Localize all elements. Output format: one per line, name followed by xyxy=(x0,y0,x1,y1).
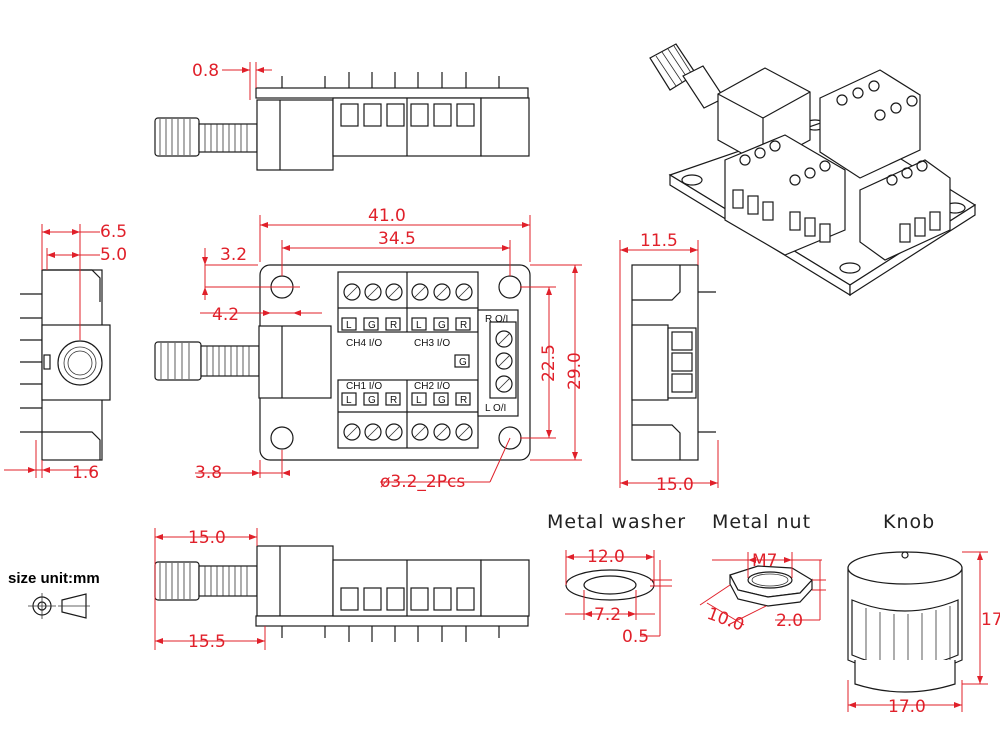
label-ch1: CH1 I/O xyxy=(346,381,382,392)
dim-nut-thread: M7 xyxy=(752,551,777,571)
dim-hole-offset-left: 3.8 xyxy=(195,463,222,483)
dim-washer-outer: 12.0 xyxy=(587,547,625,567)
term-l-ch3: L xyxy=(416,320,422,331)
dim-board-height: 29.0 xyxy=(565,352,585,390)
dim-nut-height: 2.0 xyxy=(776,611,803,631)
term-r-ch1: R xyxy=(390,395,397,406)
projection-symbol-icon xyxy=(28,593,90,619)
dim-washer-thickness: 0.5 xyxy=(622,627,649,647)
label-ch3: CH3 I/O xyxy=(414,338,450,349)
knob-drawing: Knob 17.0 17.5 xyxy=(847,511,1000,717)
dim-side-left-c: 1.6 xyxy=(72,463,99,483)
dim-side-right-a: 11.5 xyxy=(640,231,678,251)
term-r-ch3: R xyxy=(460,320,467,331)
nut-drawing: Metal nut M7 10.0 2.0 xyxy=(699,511,826,636)
term-g-ch4: G xyxy=(368,320,376,331)
dim-nut-width: 10.0 xyxy=(704,604,746,636)
term-g-ch2: G xyxy=(438,395,446,406)
legend: size unit:mm xyxy=(8,570,100,619)
washer-drawing: Metal washer 12.0 7.2 0.5 xyxy=(547,511,686,647)
dim-hole-spacing-x: 34.5 xyxy=(378,229,416,249)
dim-knob-height: 17.5 xyxy=(981,610,1000,630)
dim-bottom-a: 15.0 xyxy=(188,528,226,548)
term-l-ch1: L xyxy=(346,395,352,406)
dim-mount-hole: ø3.2_2Pcs xyxy=(380,472,465,492)
label-left-out: L O/I xyxy=(485,403,506,414)
bottom-elevation-view: 15.0 15.5 xyxy=(154,528,530,652)
term-r-ch4: R xyxy=(390,320,397,331)
term-l-ch4: L xyxy=(346,320,352,331)
washer-title: Metal washer xyxy=(547,511,686,533)
left-side-view: 6.5 5.0 1.6 xyxy=(4,222,127,483)
dim-side-left-b: 5.0 xyxy=(100,245,127,265)
dim-top-offset: 0.8 xyxy=(192,61,219,81)
nut-title: Metal nut xyxy=(712,511,811,533)
term-g-ch3: G xyxy=(438,320,446,331)
dim-side-right-b: 15.0 xyxy=(656,475,694,495)
dim-bottom-b: 15.5 xyxy=(188,632,226,652)
dim-knob-diameter: 17.0 xyxy=(888,697,926,717)
dim-board-width: 41.0 xyxy=(368,206,406,226)
term-g-ch1: G xyxy=(368,395,376,406)
term-g-center: G xyxy=(459,357,467,368)
mount-hole-bottom-left xyxy=(270,426,294,450)
term-r-ch2: R xyxy=(460,395,467,406)
dim-hole-offset-y: 4.2 xyxy=(212,305,239,325)
dim-washer-inner: 7.2 xyxy=(594,605,621,625)
knob-title: Knob xyxy=(883,511,935,533)
label-right-out: R O/I xyxy=(485,314,508,325)
size-unit-label: size unit:mm xyxy=(8,570,100,587)
top-elevation-view: 0.8 xyxy=(154,61,530,171)
label-ch2: CH2 I/O xyxy=(414,381,450,392)
term-l-ch2: L xyxy=(416,395,422,406)
isometric-view xyxy=(649,43,977,297)
dim-hole-offset-top: 3.2 xyxy=(220,245,247,265)
right-side-view: 11.5 15.0 xyxy=(619,231,719,495)
front-plan-view: L G R L G R L G R L G R G CH4 I/O CH3 I/… xyxy=(154,206,585,492)
dim-hole-spacing-y: 22.5 xyxy=(539,344,559,382)
label-ch4: CH4 I/O xyxy=(346,338,382,349)
dim-side-left-a: 6.5 xyxy=(100,222,127,242)
